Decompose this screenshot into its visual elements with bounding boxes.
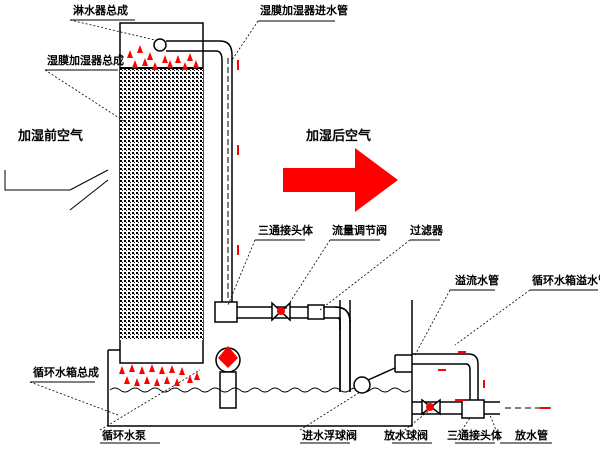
airflow-arrow-icon xyxy=(283,148,398,212)
label-float-valve: 进水浮球阀 xyxy=(302,429,357,442)
label-inlet-pipe: 湿膜加湿器进水管 xyxy=(260,4,348,17)
air-inlet-arrow xyxy=(4,169,109,211)
label-pump: 循环水泵 xyxy=(102,429,146,442)
inlet-pipe xyxy=(166,40,233,305)
flow-direction-marks xyxy=(237,60,550,409)
label-tee-top: 三通接头体 xyxy=(258,224,313,237)
leader-lines xyxy=(29,19,531,441)
label-filter: 过滤器 xyxy=(410,224,443,237)
label-air-before: 加湿前空气 xyxy=(18,129,84,144)
label-drain-valve: 放水球阀 xyxy=(384,429,428,442)
label-air-after: 加湿后空气 xyxy=(306,129,372,144)
label-overflow: 溢流水管 xyxy=(455,274,499,287)
pump-impeller-icon xyxy=(218,346,238,368)
label-underlines xyxy=(30,19,598,444)
overflow-pipe xyxy=(412,353,479,404)
water-droplets xyxy=(119,45,200,386)
label-tee-bottom: 三通接头体 xyxy=(447,429,502,442)
label-pad: 湿膜加湿器总成 xyxy=(47,54,124,67)
label-flow-valve: 流量调节阀 xyxy=(332,224,387,237)
drain-pipe xyxy=(412,401,500,415)
tee-bottom xyxy=(461,399,485,419)
float-ball xyxy=(353,376,371,394)
sprinkler-head xyxy=(153,38,167,52)
flow-valve-ball xyxy=(277,307,285,315)
label-tank-overflow: 循环水箱溢水管 xyxy=(532,274,600,287)
drain-valve-ball xyxy=(426,403,434,411)
filter xyxy=(307,304,325,320)
water-tank xyxy=(107,300,413,427)
wet-pad xyxy=(120,68,203,340)
tee-top xyxy=(214,301,238,323)
label-sprinkler: 淋水器总成 xyxy=(73,4,128,17)
label-tank: 循环水箱总成 xyxy=(33,366,99,379)
label-drain-pipe: 放水管 xyxy=(515,429,548,442)
